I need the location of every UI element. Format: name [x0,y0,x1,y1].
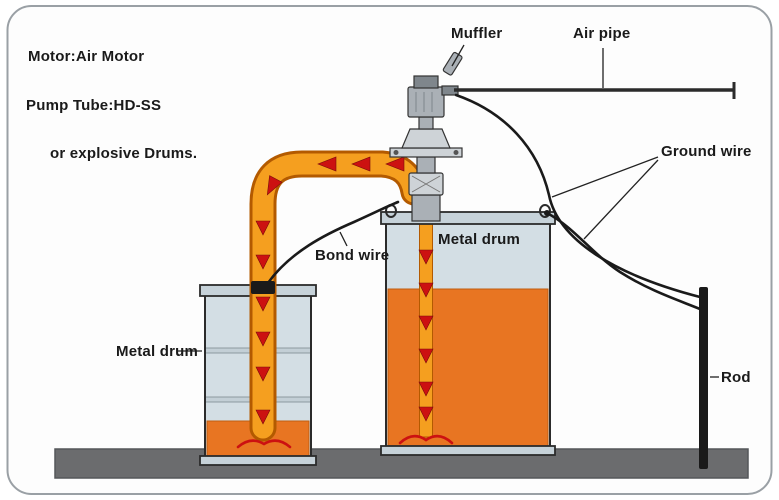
pump-mount-plate [389,147,463,158]
ground-wire-clamp [544,210,550,216]
label-metal-drum-small: Metal drum [116,343,199,360]
bond-wire-leader [339,231,348,247]
label-pump-tube: Pump Tube:HD-SS [26,97,162,114]
large-drum-right-lug [539,204,551,218]
ground-wire-from-drum [545,211,702,311]
motor-neck [418,116,434,130]
label-bond-wire: Bond wire [315,247,390,264]
air-pipe-line [454,82,736,99]
pump-spacer [416,156,436,174]
pump-bell-housing [401,128,451,149]
ground-wire-leader-2 [583,159,659,240]
large-metal-drum [380,204,556,456]
air-motor-pump [389,51,463,222]
small-drum-flow-swirl [236,439,292,449]
large-drum-top-rim [380,211,556,225]
label-muffler: Muffler [451,25,503,42]
large-drum-bottom-rim [380,445,556,456]
motor-body [407,86,445,118]
label-motor: Motor:Air Motor [28,48,145,65]
ground-wire-leader-1 [551,156,659,198]
drum-bung-adapter [411,194,441,222]
label-explosive-drums: or explosive Drums. [50,145,198,162]
label-ground-wire: Ground wire [661,143,752,160]
transfer-tube [236,150,428,449]
large-drum-flow-swirl [398,434,454,445]
ground-wire-from-pump [454,93,702,299]
small-drum-bottom-rim [199,455,317,466]
label-air-pipe: Air pipe [573,25,631,42]
large-drum-liquid [387,288,549,450]
bond-wire-path [266,200,400,285]
small-drum-bung-clamp [251,281,275,294]
leader-lines [177,44,719,378]
ground-rod [699,287,708,469]
muffler-leader [451,44,465,67]
motor-cap [413,75,439,89]
label-rod: Rod [721,369,751,386]
label-metal-drum-large: Metal drum [438,231,521,248]
